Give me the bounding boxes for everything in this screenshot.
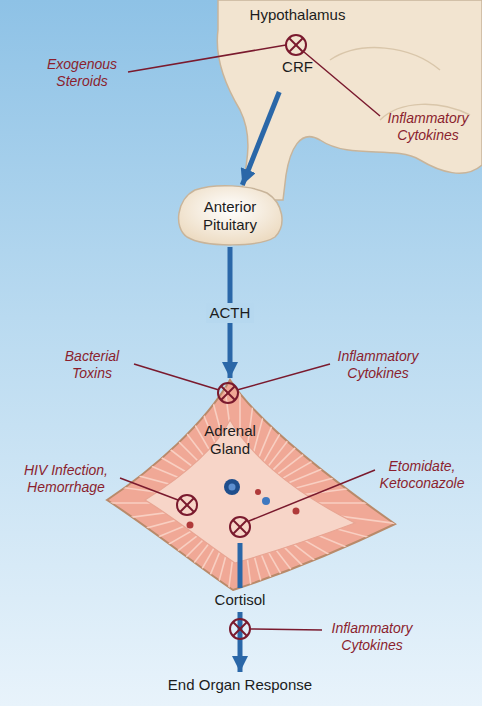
leader-line [304,52,380,116]
node-text: Hypothalamus [235,6,360,24]
x-circle [230,619,250,639]
x-stroke [233,622,247,636]
adrenal-outline [107,380,395,590]
cause-label: Inflammatory Cytokines [322,620,422,654]
leader-line [128,45,286,72]
brain-ridge [330,48,440,70]
x-stroke [289,38,303,52]
blood-vessel [229,484,236,491]
inhibition-x [286,35,306,55]
inhibition-x [230,619,250,639]
cause-label: Inflammatory Cytokines [378,110,478,144]
edge-label: ACTH [206,303,255,323]
node-text: Adrenal Gland [193,422,267,458]
adrenal-gland: Adrenal Gland [105,378,397,593]
pituitary-outline [179,186,282,245]
blood-vessel [224,479,240,495]
cause-label: Inflammatory Cytokines [328,348,428,382]
blood-vessel [187,522,194,529]
adrenal-medulla [145,420,355,563]
blood-vessel [293,508,300,515]
leader-line [237,364,330,390]
cause-label: Exogenous Steroids [37,56,127,90]
cortisol-arrow [238,612,243,672]
cause-label: Etomidate, Ketoconazole [372,458,472,492]
hormone-label: Cortisol [195,591,285,609]
signal-arrow [242,92,279,185]
blood-vessel [255,489,261,495]
hypothalamus-region: HypothalamusCRF [235,0,360,92]
cause-label: HIV Infection, Hemorrhage [14,462,119,496]
outcome-label: End Organ Response [140,676,340,694]
pituitary-gland: Anterior Pituitary [175,185,285,247]
node-text: CRF [235,58,360,76]
leader-line [250,629,322,630]
cause-label: Bacterial Toxins [52,348,132,382]
leader-line [134,364,219,390]
hypothalamus-brain [217,0,482,200]
blood-vessel [262,497,270,505]
x-circle [286,35,306,55]
node-text: Anterior Pituitary [180,198,280,234]
cortex-stripes [0,243,482,706]
node-shape [105,378,397,593]
x-stroke [289,38,303,52]
x-stroke [233,622,247,636]
